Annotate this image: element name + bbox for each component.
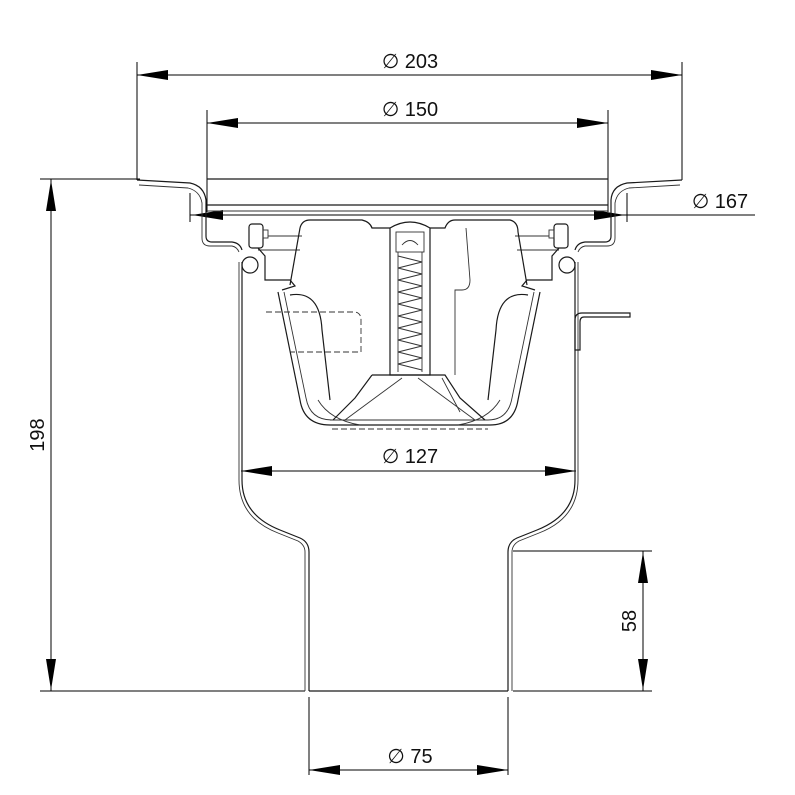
clamp-right xyxy=(515,223,576,291)
label-d127: ∅ 127 xyxy=(382,446,438,468)
label-d167: ∅ 167 xyxy=(692,191,748,213)
dimension-d75: ∅ 75 xyxy=(308,697,509,775)
label-h58: 58 xyxy=(619,610,641,632)
dimension-d150: ∅ 150 xyxy=(206,99,609,212)
side-bracket xyxy=(574,312,631,351)
dimension-d167: ∅ 167 xyxy=(189,191,755,222)
trap-insert xyxy=(266,219,541,430)
label-h198: 198 xyxy=(27,418,49,451)
spring-valve xyxy=(332,221,486,421)
drain-body xyxy=(238,262,579,692)
label-d203: ∅ 203 xyxy=(382,51,438,73)
dimension-h198: 198 xyxy=(27,178,305,692)
flange xyxy=(136,178,683,253)
label-d75: ∅ 75 xyxy=(387,746,432,768)
dimension-d127: ∅ 127 xyxy=(241,446,576,476)
dimension-d203: ∅ 203 xyxy=(136,51,683,180)
dimension-h58: 58 xyxy=(513,550,652,692)
clamp-left xyxy=(241,223,302,291)
label-d150: ∅ 150 xyxy=(382,99,438,121)
